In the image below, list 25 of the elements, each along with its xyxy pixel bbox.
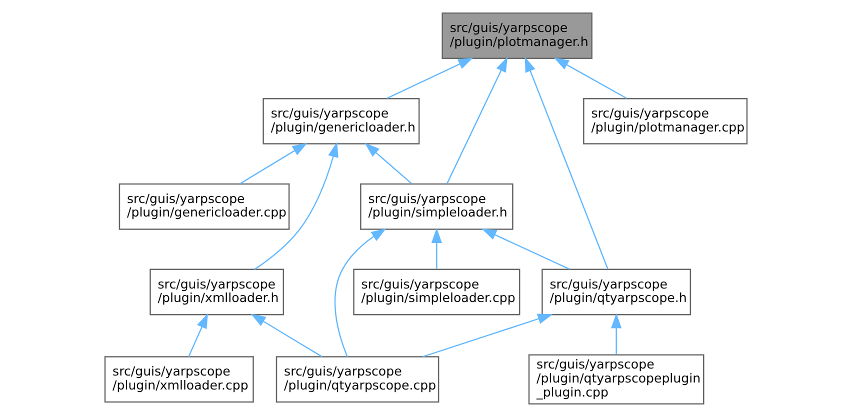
- node-box: src/guis/yarpscope /plugin/qtyarpscope.cpp: [275, 356, 439, 403]
- arrow: [250, 314, 322, 358]
- arrow: [364, 142, 412, 184]
- arrow: [188, 313, 208, 357]
- node-box: src/guis/yarpscope /plugin/genericloader.cpp: [118, 183, 290, 230]
- node-box: src/guis/yarpscope /plugin/xmlloader.h: [149, 268, 284, 316]
- arrow: [524, 56, 608, 270]
- node-box: src/guis/yarpscope /plugin/qtyarpscopeplugin _plugin.cpp: [528, 354, 704, 404]
- node-box: src/guis/yarpscope /plugin/simpleloader.h: [360, 183, 513, 230]
- arrow: [610, 313, 622, 354]
- node-box: src/guis/yarpscope /plugin/plotmanager.h: [441, 12, 592, 59]
- arrow: [422, 314, 552, 358]
- arrow: [254, 142, 338, 270]
- arrow: [430, 228, 442, 269]
- node-box: src/guis/yarpscope /plugin/genericloader.h: [262, 98, 420, 144]
- arrow: [553, 58, 627, 99]
- arrow: [480, 228, 570, 270]
- arrow: [386, 58, 473, 99]
- node-box: src/guis/yarpscope /plugin/xmlloader.cpp: [104, 356, 254, 403]
- arrow: [239, 142, 307, 184]
- arrow: [446, 56, 508, 184]
- node-box: src/guis/yarpscope /plugin/plotmanager.cpp: [582, 98, 748, 144]
- node-box: src/guis/yarpscope /plugin/qtyarpscope.h: [541, 268, 691, 316]
- arrow: [334, 228, 386, 357]
- node-box: src/guis/yarpscope /plugin/simpleloader.cpp: [352, 268, 520, 316]
